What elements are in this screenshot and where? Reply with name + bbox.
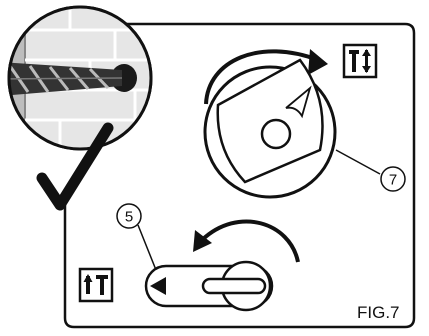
hammer-drill-mode-icon bbox=[342, 43, 378, 79]
rotate-clockwise-arrow bbox=[204, 49, 319, 105]
checkmark-icon bbox=[36, 122, 114, 211]
rotate-counterclockwise-arrow bbox=[200, 219, 300, 263]
drill-bit-in-brick-wall-detail bbox=[7, 5, 153, 151]
svg-text:5: 5 bbox=[125, 209, 133, 226]
dial-pointer-icon bbox=[285, 85, 312, 119]
mode-selector-dial bbox=[203, 58, 337, 199]
mode-selector-slider bbox=[144, 260, 274, 312]
callout-5: 5 bbox=[116, 203, 161, 281]
figure-label: FIG.7 bbox=[357, 303, 400, 322]
callout-7: 7 bbox=[335, 149, 406, 192]
figure-frame bbox=[63, 22, 416, 329]
drill-only-mode-icon bbox=[78, 267, 114, 303]
svg-text:7: 7 bbox=[389, 172, 397, 189]
